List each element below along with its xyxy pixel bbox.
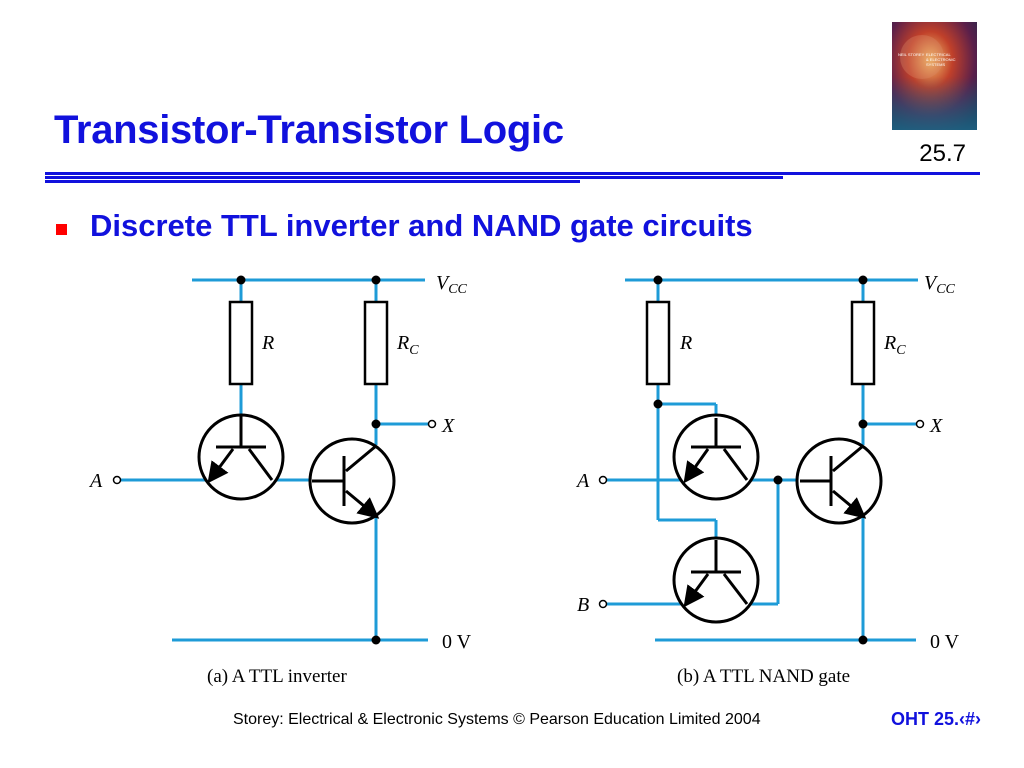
circuit-b-input-a-label: A (575, 470, 590, 492)
title-rule-mid (45, 176, 783, 179)
circuit-a-output-label: X (441, 415, 455, 437)
circuit-b-nand: VCC R RC X A B 0 V (b) A TTL NAND gate (575, 272, 960, 687)
circuit-a-dots (236, 275, 381, 645)
cover-author: NEIL STOREY (898, 52, 925, 57)
bullet-marker (56, 224, 67, 235)
circuit-b-terminals (598, 419, 925, 609)
slide-number: 25.7 (919, 140, 966, 167)
transistor-output-a (308, 437, 396, 525)
resistor-r-a (228, 300, 254, 386)
book-cover-image: NEIL STOREY ELECTRICAL & ELECTRONIC SYST… (892, 22, 977, 130)
cover-title-line2: & ELECTRONIC (926, 57, 956, 62)
circuit-a-input-label: A (88, 470, 103, 492)
transistor-input-a (197, 413, 285, 501)
transistor-input-a-b (672, 413, 760, 501)
title-rule-top (45, 172, 980, 175)
circuit-b-caption: (b) A TTL NAND gate (677, 666, 850, 687)
resistor-rc-a (363, 300, 389, 386)
circuit-a-ground-label: 0 V (442, 631, 472, 653)
circuit-a-caption: (a) A TTL inverter (207, 666, 347, 687)
circuit-a-vcc-label: VCC (436, 272, 468, 297)
circuit-diagrams: VCC R RC X A 0 V (a) A TTL inverter (88, 272, 960, 687)
footer-copyright: Storey: Electrical & Electronic Systems … (233, 711, 761, 728)
circuit-b-rc-label: RC (883, 332, 906, 358)
transistor-output-b (795, 437, 883, 525)
circuit-b-r-label: R (679, 332, 692, 354)
circuit-a-wires (120, 278, 428, 642)
cover-title-line1: ELECTRICAL (926, 52, 951, 57)
resistor-rc-b (850, 300, 876, 386)
bullet-text: Discrete TTL inverter and NAND gate circ… (90, 208, 753, 243)
circuit-a-inverter: VCC R RC X A 0 V (a) A TTL inverter (88, 272, 472, 687)
circuit-a-rc-label: RC (396, 332, 419, 358)
circuit-a-r-label: R (261, 332, 274, 354)
circuit-b-input-b-label: B (577, 594, 589, 616)
circuit-a-terminals (112, 419, 437, 485)
circuit-b-output-label: X (929, 415, 943, 437)
footer-slide-ref: OHT 25.‹#› (890, 709, 981, 729)
circuit-b-ground-label: 0 V (930, 631, 960, 653)
resistor-r-b (645, 300, 671, 386)
transistor-input-b (672, 536, 760, 624)
title-rule-bottom (45, 180, 580, 183)
circuit-b-vcc-label: VCC (924, 272, 956, 297)
cover-title-line3: SYSTEMS (926, 62, 945, 67)
slide-title: Transistor-Transistor Logic (54, 108, 564, 152)
circuit-b-dots (653, 275, 868, 645)
